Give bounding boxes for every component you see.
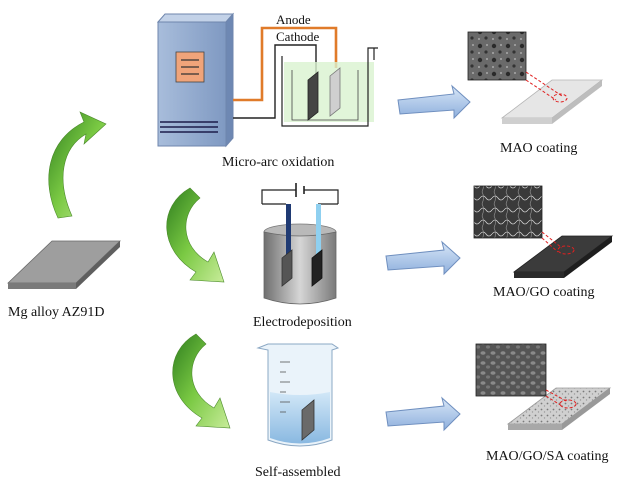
electrodeposition-cell-icon — [261, 183, 339, 305]
substrate-label: Mg alloy AZ91D — [8, 305, 104, 320]
coated-plate-icon — [512, 235, 614, 278]
cathode-label: Cathode — [276, 29, 320, 44]
coated-plate-icon — [506, 387, 612, 430]
coated-plate-icon — [500, 79, 604, 124]
micro-arc-label: Micro-arc oxidation — [222, 155, 334, 170]
curved-arrow-icon — [166, 187, 225, 283]
sem-micrograph-icon — [473, 185, 543, 239]
mao-go-coating-label: MAO/GO coating — [493, 285, 595, 300]
anode-plate — [329, 67, 341, 117]
curved-arrow-icon — [172, 333, 231, 429]
block-arrow-icon — [397, 84, 471, 120]
electrodeposition-label: Electrodeposition — [253, 315, 352, 330]
curved-arrow-icon — [48, 111, 107, 219]
cathode-plate — [307, 71, 319, 121]
anode-wire — [233, 26, 338, 102]
electrolysis-tank-icon — [281, 47, 378, 127]
power-supply-icon — [156, 12, 235, 148]
sem-micrograph-icon — [467, 31, 527, 81]
mao-coating-label: MAO coating — [500, 141, 577, 156]
sem-micrograph-icon — [475, 343, 547, 397]
cathode-wire — [233, 44, 317, 119]
block-arrow-icon — [385, 396, 461, 432]
block-arrow-icon — [385, 240, 461, 276]
anode-label: Anode — [276, 12, 311, 27]
substrate-plate-icon — [7, 240, 121, 289]
mao-go-sa-coating-label: MAO/GO/SA coating — [486, 449, 609, 464]
beaker-icon — [256, 343, 340, 447]
self-assembled-label: Self-assembled — [255, 465, 341, 480]
